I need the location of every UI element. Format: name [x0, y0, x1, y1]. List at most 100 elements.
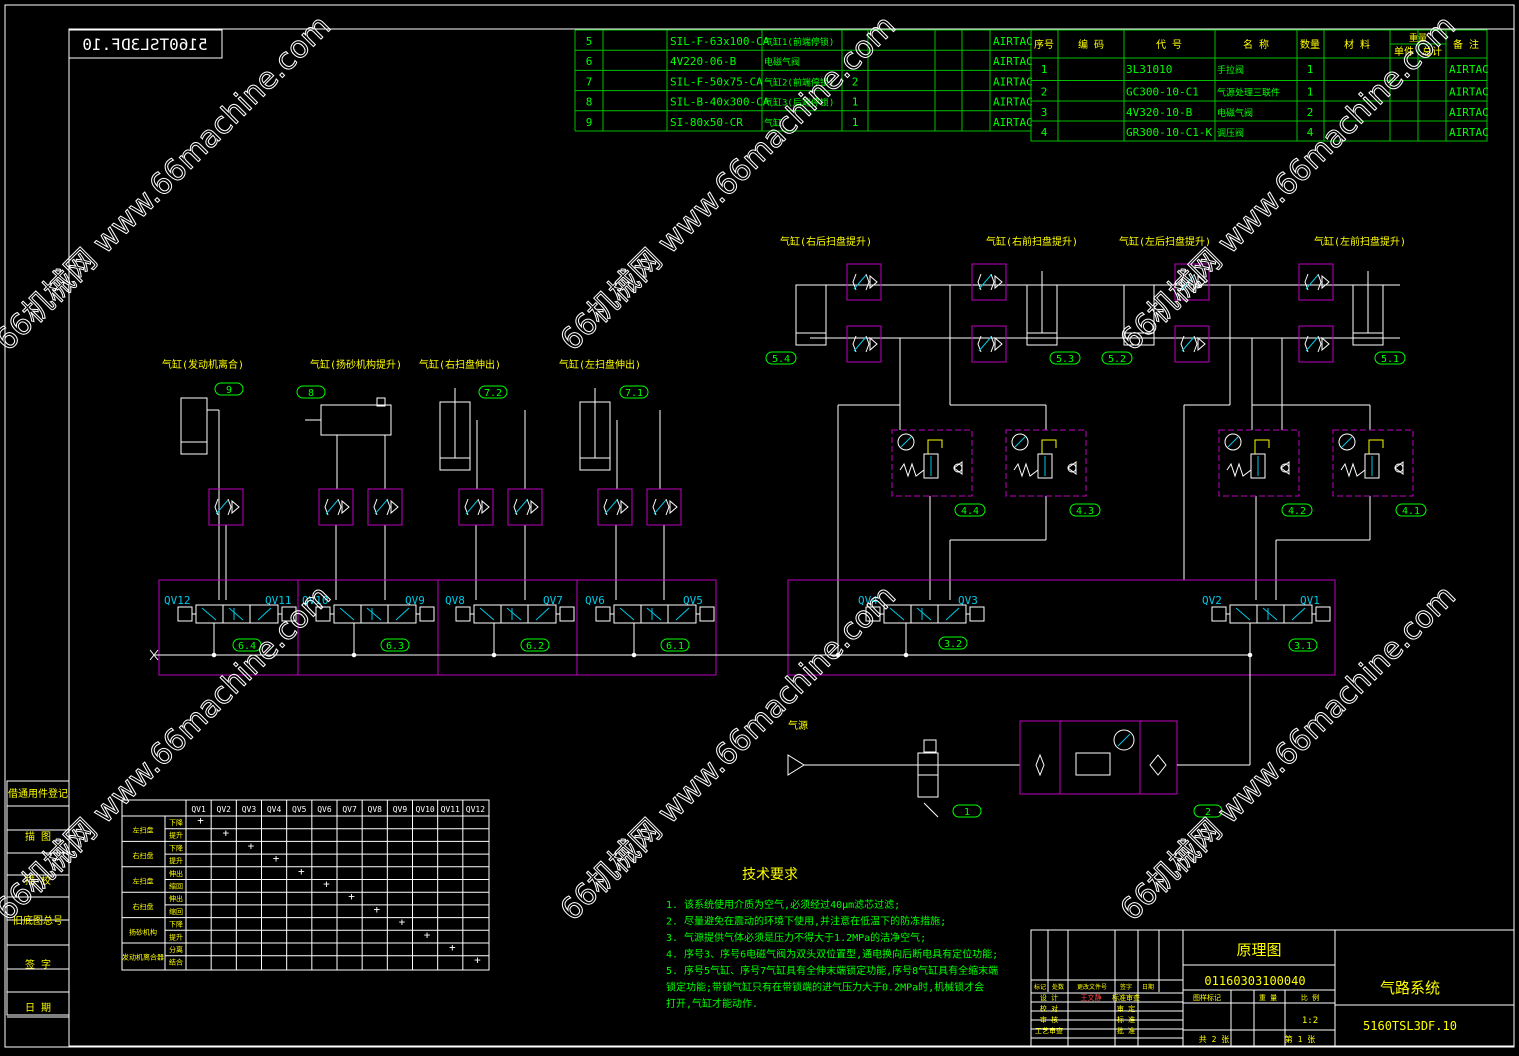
role-label: 标准审查	[1112, 993, 1140, 1002]
bom-cell: GC300-10-C1	[1126, 86, 1199, 99]
bom-cell: 2	[1307, 106, 1314, 119]
matrix-col-header: QV11	[441, 805, 460, 814]
matrix-col-header: QV9	[393, 805, 408, 814]
item-tag: 3.2	[938, 636, 968, 650]
bom-cell: 调压阀	[1217, 128, 1244, 139]
matrix-sub-label: 提升	[169, 856, 183, 865]
stage-header: 重 量	[1259, 994, 1277, 1002]
bom-cell: 3	[1041, 106, 1048, 119]
svg-text:3.2: 3.2	[944, 639, 962, 650]
item-tag: 6.2	[520, 638, 550, 652]
bom-cell: GR300-10-C1-K	[1126, 126, 1212, 139]
bom-cell: 气源处理三联件	[1217, 87, 1280, 99]
side-label: 借通用件登记	[8, 787, 68, 800]
role-label: 工艺审查	[1035, 1026, 1063, 1035]
item-tag: 7.1	[619, 385, 649, 399]
item-tag: 6.4	[232, 638, 262, 652]
cylinder-label: 气缸(左扫盘伸出)	[559, 358, 641, 371]
rev-header: 处数	[1052, 983, 1064, 991]
regulator-4-1	[1332, 429, 1414, 497]
flow-control	[1298, 325, 1334, 363]
tech-line: 2. 尽量避免在震动的环境下使用,并注意在低温下的防冻措施;	[666, 915, 946, 928]
svg-text:6.4: 6.4	[238, 641, 256, 652]
valve-label: QV10	[302, 594, 329, 607]
bom-header-cell: 材 料	[1344, 38, 1370, 51]
cylinder-9	[180, 397, 208, 455]
svg-text:5.3: 5.3	[1056, 354, 1074, 365]
bom-cell: AIRTAC	[993, 116, 1033, 129]
sheet-number: 第 1 张	[1285, 1034, 1315, 1044]
flow-control-valve	[507, 488, 543, 526]
valve-label: QV4	[858, 594, 878, 607]
flow-control	[971, 325, 1007, 363]
bom-cell: 气缸1(前端停锁)	[764, 36, 834, 48]
bom-header-cell: 序号	[1034, 38, 1054, 51]
matrix-mark: +	[373, 903, 380, 916]
bom-cell: AIRTAC	[993, 55, 1033, 68]
bom-cell: AIRTAC	[1449, 63, 1489, 76]
role-label: 校 对	[1040, 1004, 1058, 1013]
cylinder-label: 气缸(右扫盘伸出)	[419, 358, 501, 371]
bom-cell: 4V320-10-B	[1126, 106, 1193, 119]
watermark-text: 66机械网 www.66machine.com	[0, 9, 338, 358]
matrix-sub-label: 下降	[169, 818, 183, 827]
matrix-group-label: 扬砂机构	[129, 927, 157, 936]
matrix-mark: +	[197, 814, 204, 827]
matrix-sub-label: 伸出	[169, 869, 183, 878]
item-tag: 6.3	[380, 638, 410, 652]
matrix-group-label: 发动机离合器	[122, 953, 164, 962]
frl-unit	[1019, 720, 1178, 795]
left-circuit: 气缸(发动机离合)气缸(扬砂机构提升)气缸(右扫盘伸出)气缸(左扫盘伸出)	[162, 358, 665, 600]
cylinder-label: 气缸(扬砂机构提升)	[310, 358, 402, 371]
side-label: 签 字	[25, 958, 51, 971]
matrix-mark: +	[449, 941, 456, 954]
bom-header-cell: 名 称	[1243, 38, 1269, 51]
bom-cell: 3L31010	[1126, 63, 1172, 76]
cylinder-label: 气缸(右后扫盘提升)	[780, 235, 872, 248]
role-label: 审 定	[1117, 1004, 1135, 1013]
svg-text:5.2: 5.2	[1108, 354, 1126, 365]
bom-cell: SIL-B-40x300-CA	[670, 96, 770, 109]
bom-cell: 1	[1307, 63, 1314, 76]
solenoid-valve-6-1	[595, 604, 715, 624]
flow-control-valve	[646, 488, 682, 526]
solenoid-valve-3-2	[865, 604, 985, 624]
matrix-sub-label: 下降	[169, 920, 183, 929]
bom-cell: 4	[1041, 126, 1048, 139]
item-tag: 4.3	[1069, 503, 1101, 517]
role-label: 标 准	[1117, 1015, 1135, 1024]
matrix-sub-label: 下降	[169, 843, 183, 852]
bom-cell: 9	[586, 116, 593, 129]
bom-cell: 5	[586, 35, 593, 48]
flow-control	[846, 263, 882, 301]
side-label: 描 图	[25, 830, 51, 843]
bom-header-cell: 数量	[1300, 38, 1320, 51]
flow-control	[846, 325, 882, 363]
item-tag: 2	[1193, 804, 1223, 818]
valve-label: QV1	[1300, 594, 1320, 607]
stage-header: 比 例	[1301, 993, 1319, 1002]
flow-control-valve	[208, 488, 244, 526]
matrix-mark: +	[248, 839, 255, 852]
rev-header: 标记	[1034, 983, 1046, 991]
scale: 1:2	[1302, 1016, 1318, 1026]
cylinder-label: 气缸(右前扫盘提升)	[986, 235, 1078, 248]
matrix-col-header: QV4	[267, 805, 282, 814]
bom-header-cell: 代 号	[1156, 39, 1182, 51]
valve-label: QV12	[164, 594, 191, 607]
tech-line: 5. 序号5气缸、序号7气缸具有全伸末端锁定功能,序号8气缸具有全缩末端	[666, 964, 998, 977]
item-tag: 1	[952, 804, 982, 818]
regulator-4-2	[1218, 429, 1300, 497]
matrix-mark: +	[273, 852, 280, 865]
solenoid-valve-6-4	[177, 604, 297, 624]
cylinder-label: 气缸(左前扫盘提升)	[1314, 235, 1406, 248]
bom-header-cell: 备 注	[1453, 38, 1479, 51]
matrix-mark: +	[222, 827, 229, 840]
item-tag: 9	[214, 382, 244, 396]
matrix-col-header: QV10	[415, 805, 434, 814]
cylinder-7-1	[579, 388, 611, 471]
rev-header: 签字	[1120, 983, 1132, 991]
